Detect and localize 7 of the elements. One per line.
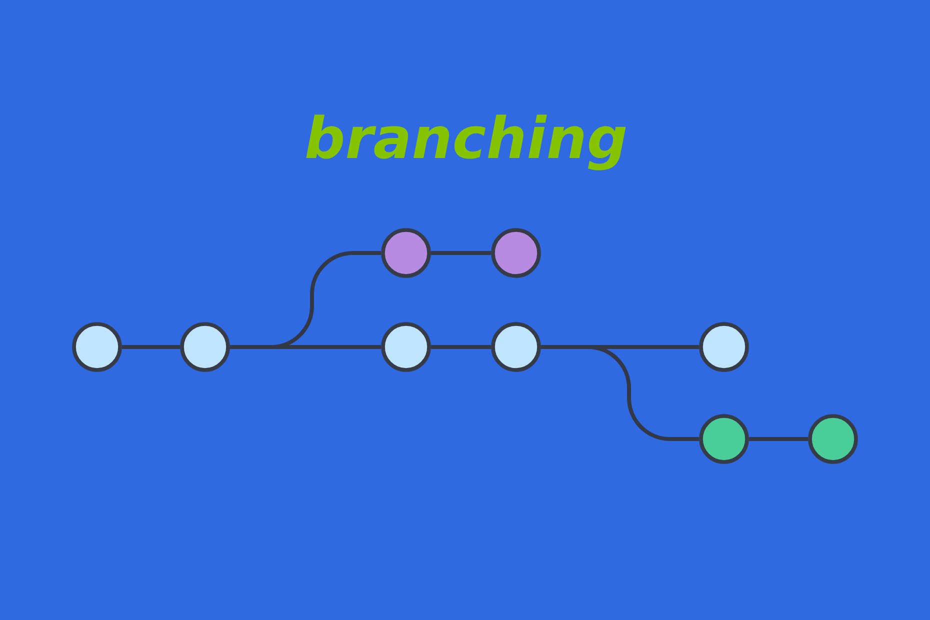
branch-curve — [540, 344, 700, 441]
connector-line — [748, 436, 808, 441]
title: branching — [306, 114, 626, 170]
connector-line — [430, 344, 492, 349]
connector-line — [122, 344, 180, 349]
connector-line — [430, 250, 492, 255]
branch-curve — [230, 250, 382, 349]
